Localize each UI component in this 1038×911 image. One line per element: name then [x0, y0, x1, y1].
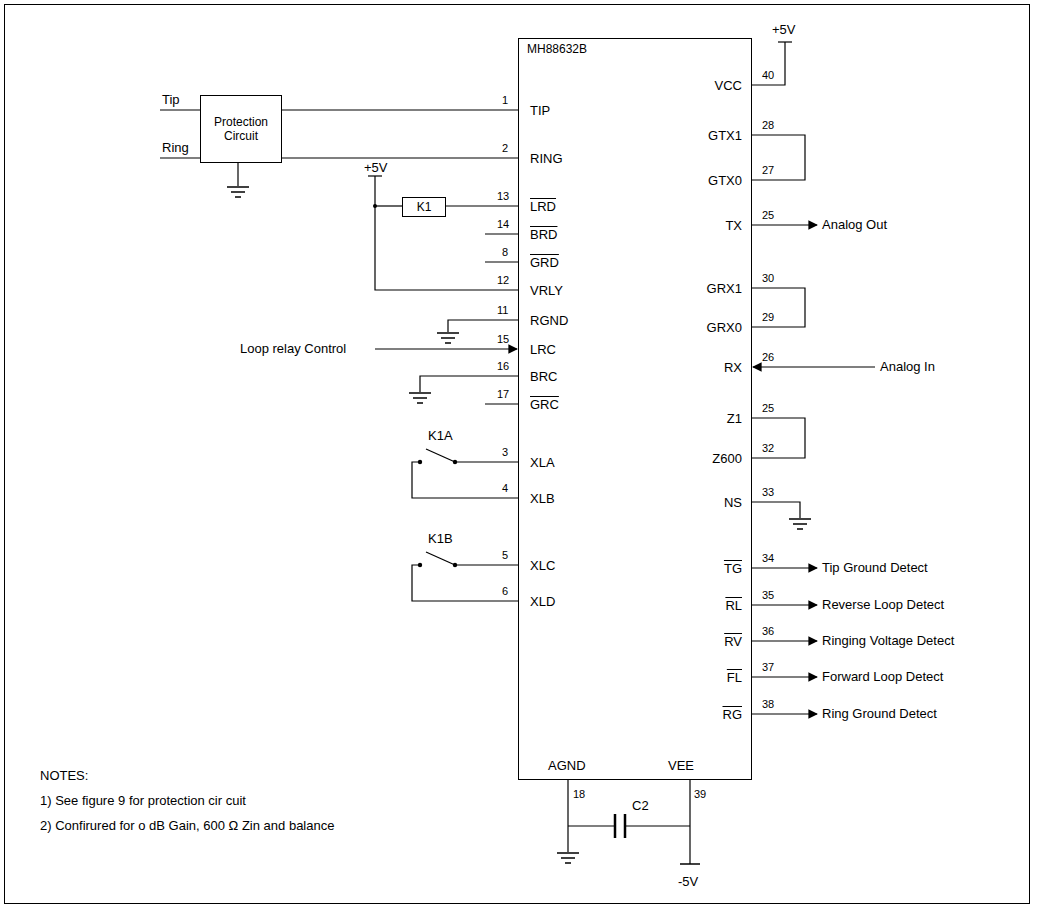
pin-number: 39	[694, 788, 706, 801]
signal-label: FL	[727, 670, 742, 685]
node-label: Protection Circuit	[201, 115, 281, 143]
signal-label: Tip	[162, 92, 180, 107]
pin-number: 32	[762, 442, 774, 455]
pin-number: 25	[762, 209, 774, 222]
signal-label: TIP	[530, 103, 550, 118]
signal-label: NOTES:	[40, 768, 88, 783]
pin-number: 35	[762, 589, 774, 602]
signal-label: +5V	[772, 22, 796, 37]
signal-label: K1A	[428, 428, 453, 443]
pin-number: 14	[497, 218, 509, 231]
signal-label: AGND	[548, 758, 586, 773]
pin-number: 6	[502, 585, 508, 598]
signal-label: VRLY	[530, 283, 563, 298]
relay-coil-box: K1	[402, 197, 446, 217]
pin-number: 5	[502, 549, 508, 562]
pin-number: 18	[573, 788, 585, 801]
signal-label: VEE	[668, 758, 694, 773]
signal-label: RG	[723, 707, 743, 722]
signal-label: LRC	[530, 342, 556, 357]
pin-number: 1	[502, 94, 508, 107]
signal-label: Reverse Loop Detect	[822, 597, 944, 612]
signal-label: GRX1	[707, 281, 742, 296]
signal-label: 1) See figure 9 for protection cir cuit	[40, 793, 246, 808]
pin-number: 12	[497, 274, 509, 287]
pin-number: 37	[762, 661, 774, 674]
pin-number: 29	[762, 311, 774, 324]
signal-label: XLC	[530, 558, 555, 573]
signal-label: BRD	[530, 227, 557, 242]
signal-label: GRX0	[707, 320, 742, 335]
protection-box: Protection Circuit	[200, 95, 282, 163]
signal-label: RX	[724, 360, 742, 375]
signal-label: C2	[632, 798, 649, 813]
signal-label: Loop relay Control	[240, 341, 346, 356]
wire-connector	[446, 205, 518, 206]
signal-label: XLD	[530, 594, 555, 609]
pin-number: 4	[502, 482, 508, 495]
signal-label: RL	[725, 598, 742, 613]
pin-number: 8	[502, 246, 508, 259]
pin-number: 28	[762, 119, 774, 132]
signal-label: Tip Ground Detect	[822, 560, 928, 575]
wire-connector	[282, 109, 518, 110]
signal-label: Forward Loop Detect	[822, 669, 943, 684]
signal-label: LRD	[530, 199, 556, 214]
signal-label: Z600	[712, 451, 742, 466]
signal-label: K1B	[428, 531, 453, 546]
pin-number: 13	[497, 190, 509, 203]
signal-label: TG	[724, 561, 742, 576]
pin-number: 3	[502, 446, 508, 459]
node-label: K1	[417, 200, 432, 214]
signal-label: RING	[530, 151, 563, 166]
signal-label: BRC	[530, 369, 557, 384]
pin-number: 26	[762, 351, 774, 364]
signal-label: +5V	[364, 160, 388, 175]
node-label: MH88632B	[527, 42, 743, 56]
pin-number: 15	[497, 333, 509, 346]
signal-label: TX	[725, 218, 742, 233]
pin-number: 38	[762, 698, 774, 711]
pin-number: 25	[762, 402, 774, 415]
outer-frame	[4, 4, 1030, 904]
signal-label: RGND	[530, 313, 568, 328]
pin-number: 17	[497, 388, 509, 401]
pin-number: 11	[497, 304, 508, 317]
signal-label: GRC	[530, 397, 559, 412]
signal-label: RV	[724, 634, 742, 649]
signal-label: Ring Ground Detect	[822, 706, 937, 721]
pin-number: 34	[762, 552, 774, 565]
signal-label: GRD	[530, 255, 559, 270]
signal-label: -5V	[678, 874, 698, 889]
signal-label: 2) Confirured for o dB Gain, 600 Ω Zin a…	[40, 818, 334, 833]
pin-number: 16	[497, 360, 509, 373]
signal-label: XLA	[530, 455, 555, 470]
pin-number: 33	[762, 486, 774, 499]
pin-number: 36	[762, 625, 774, 638]
signal-label: Z1	[727, 411, 742, 426]
pin-number: 27	[762, 164, 774, 177]
signal-label: GTX0	[708, 173, 742, 188]
signal-label: Ring	[162, 140, 189, 155]
signal-label: Analog Out	[822, 217, 887, 232]
signal-label: NS	[724, 495, 742, 510]
wire-connector	[282, 157, 518, 158]
pin-number: 2	[502, 142, 508, 155]
pin-number: 40	[762, 69, 774, 82]
pin-number: 30	[762, 272, 774, 285]
signal-label: VCC	[715, 78, 742, 93]
signal-label: XLB	[530, 491, 555, 506]
signal-label: Analog In	[880, 359, 935, 374]
signal-label: GTX1	[708, 128, 742, 143]
signal-label: Ringing Voltage Detect	[822, 633, 954, 648]
